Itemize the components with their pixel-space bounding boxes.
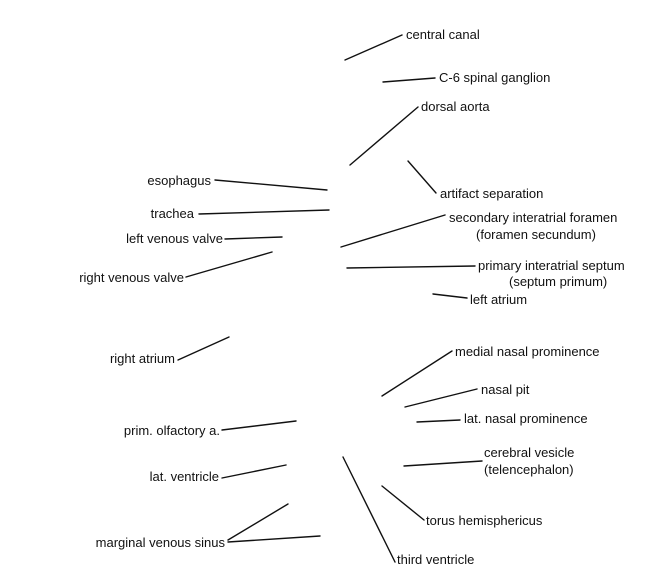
label-dorsal-aorta: dorsal aorta <box>421 99 490 114</box>
label-esophagus: esophagus <box>147 173 211 188</box>
leader-torus-hemisphericus <box>381 485 425 521</box>
leader-marginal-venous-sinus-upper <box>227 503 289 541</box>
leader-lat-nasal-prominence <box>416 419 461 423</box>
leader-lat-ventricle <box>221 464 287 479</box>
leader-c6-spinal-ganglion <box>382 77 436 83</box>
label-left-atrium: left atrium <box>470 292 528 307</box>
leader-medial-nasal-prominence <box>381 350 453 397</box>
label-prim-olfactory-a: prim. olfactory a. <box>123 423 220 438</box>
label-central-canal: central canal <box>406 27 480 42</box>
label-cerebral-vesicle: cerebral vesicle <box>484 445 575 460</box>
leader-prim-olfactory-a <box>221 420 297 431</box>
leader-left-atrium <box>432 293 468 299</box>
leader-right-venous-valve <box>185 251 273 278</box>
label-marginal-venous-sinus: marginal venous sinus <box>95 535 225 550</box>
label-torus-hemisphericus: torus hemisphericus <box>426 513 543 528</box>
label-septum-primum: (septum primum) <box>509 274 608 289</box>
label-third-ventricle: third ventricle <box>397 552 475 567</box>
label-nasal-pit: nasal pit <box>481 382 530 397</box>
label-c6-spinal-ganglion: C-6 spinal ganglion <box>439 70 551 85</box>
label-secondary-interatrial-foramen: secondary interatrial foramen <box>449 210 618 225</box>
label-trachea: trachea <box>150 206 194 221</box>
leader-third-ventricle <box>342 456 396 563</box>
leader-nasal-pit <box>404 388 478 408</box>
leader-cerebral-vesicle <box>403 460 483 467</box>
label-left-venous-valve: left venous valve <box>126 231 223 246</box>
label-right-venous-valve: right venous valve <box>79 270 184 285</box>
leader-right-atrium <box>177 336 230 361</box>
leader-central-canal <box>344 34 403 61</box>
leader-secondary-interatrial-foramen <box>340 214 446 248</box>
leader-dorsal-aorta <box>349 106 419 166</box>
leader-artifact-separation <box>407 160 437 194</box>
label-artifact-separation: artifact separation <box>440 186 544 201</box>
label-medial-nasal-prominence: medial nasal prominence <box>455 344 600 359</box>
leader-trachea <box>198 209 330 215</box>
label-foramen-secundum: (foramen secundum) <box>476 227 596 242</box>
leader-marginal-venous-sinus-lower <box>227 535 321 543</box>
leader-primary-interatrial-septum <box>346 265 476 269</box>
label-telencephalon: (telencephalon) <box>484 462 574 477</box>
label-lat-ventricle: lat. ventricle <box>149 469 219 484</box>
label-primary-interatrial-septum: primary interatrial septum <box>478 258 625 273</box>
leader-esophagus <box>214 179 328 191</box>
leader-left-venous-valve <box>224 236 283 240</box>
label-lat-nasal-prominence: lat. nasal prominence <box>464 411 588 426</box>
label-right-atrium: right atrium <box>109 351 175 366</box>
